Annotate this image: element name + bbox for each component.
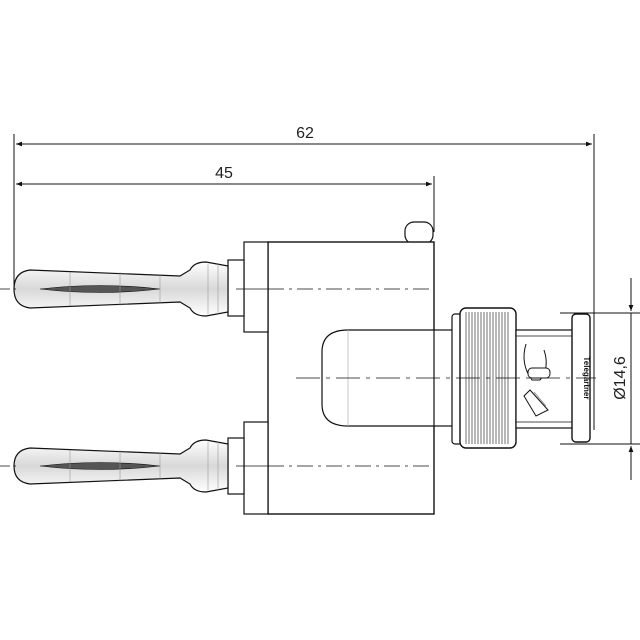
body-length-label: 45 xyxy=(215,165,233,182)
banana-plug-lower xyxy=(13,421,269,515)
dimension-diameter: Ø14,6 xyxy=(560,278,640,480)
banana-plug-upper xyxy=(13,241,269,333)
center-lines xyxy=(0,288,596,467)
overall-length-label: 62 xyxy=(296,125,314,142)
diameter-label: Ø14,6 xyxy=(612,356,629,400)
dimension-body-length: 45 xyxy=(16,165,435,232)
dimension-overall-length: 62 xyxy=(13,125,595,430)
housing-body xyxy=(267,221,435,515)
